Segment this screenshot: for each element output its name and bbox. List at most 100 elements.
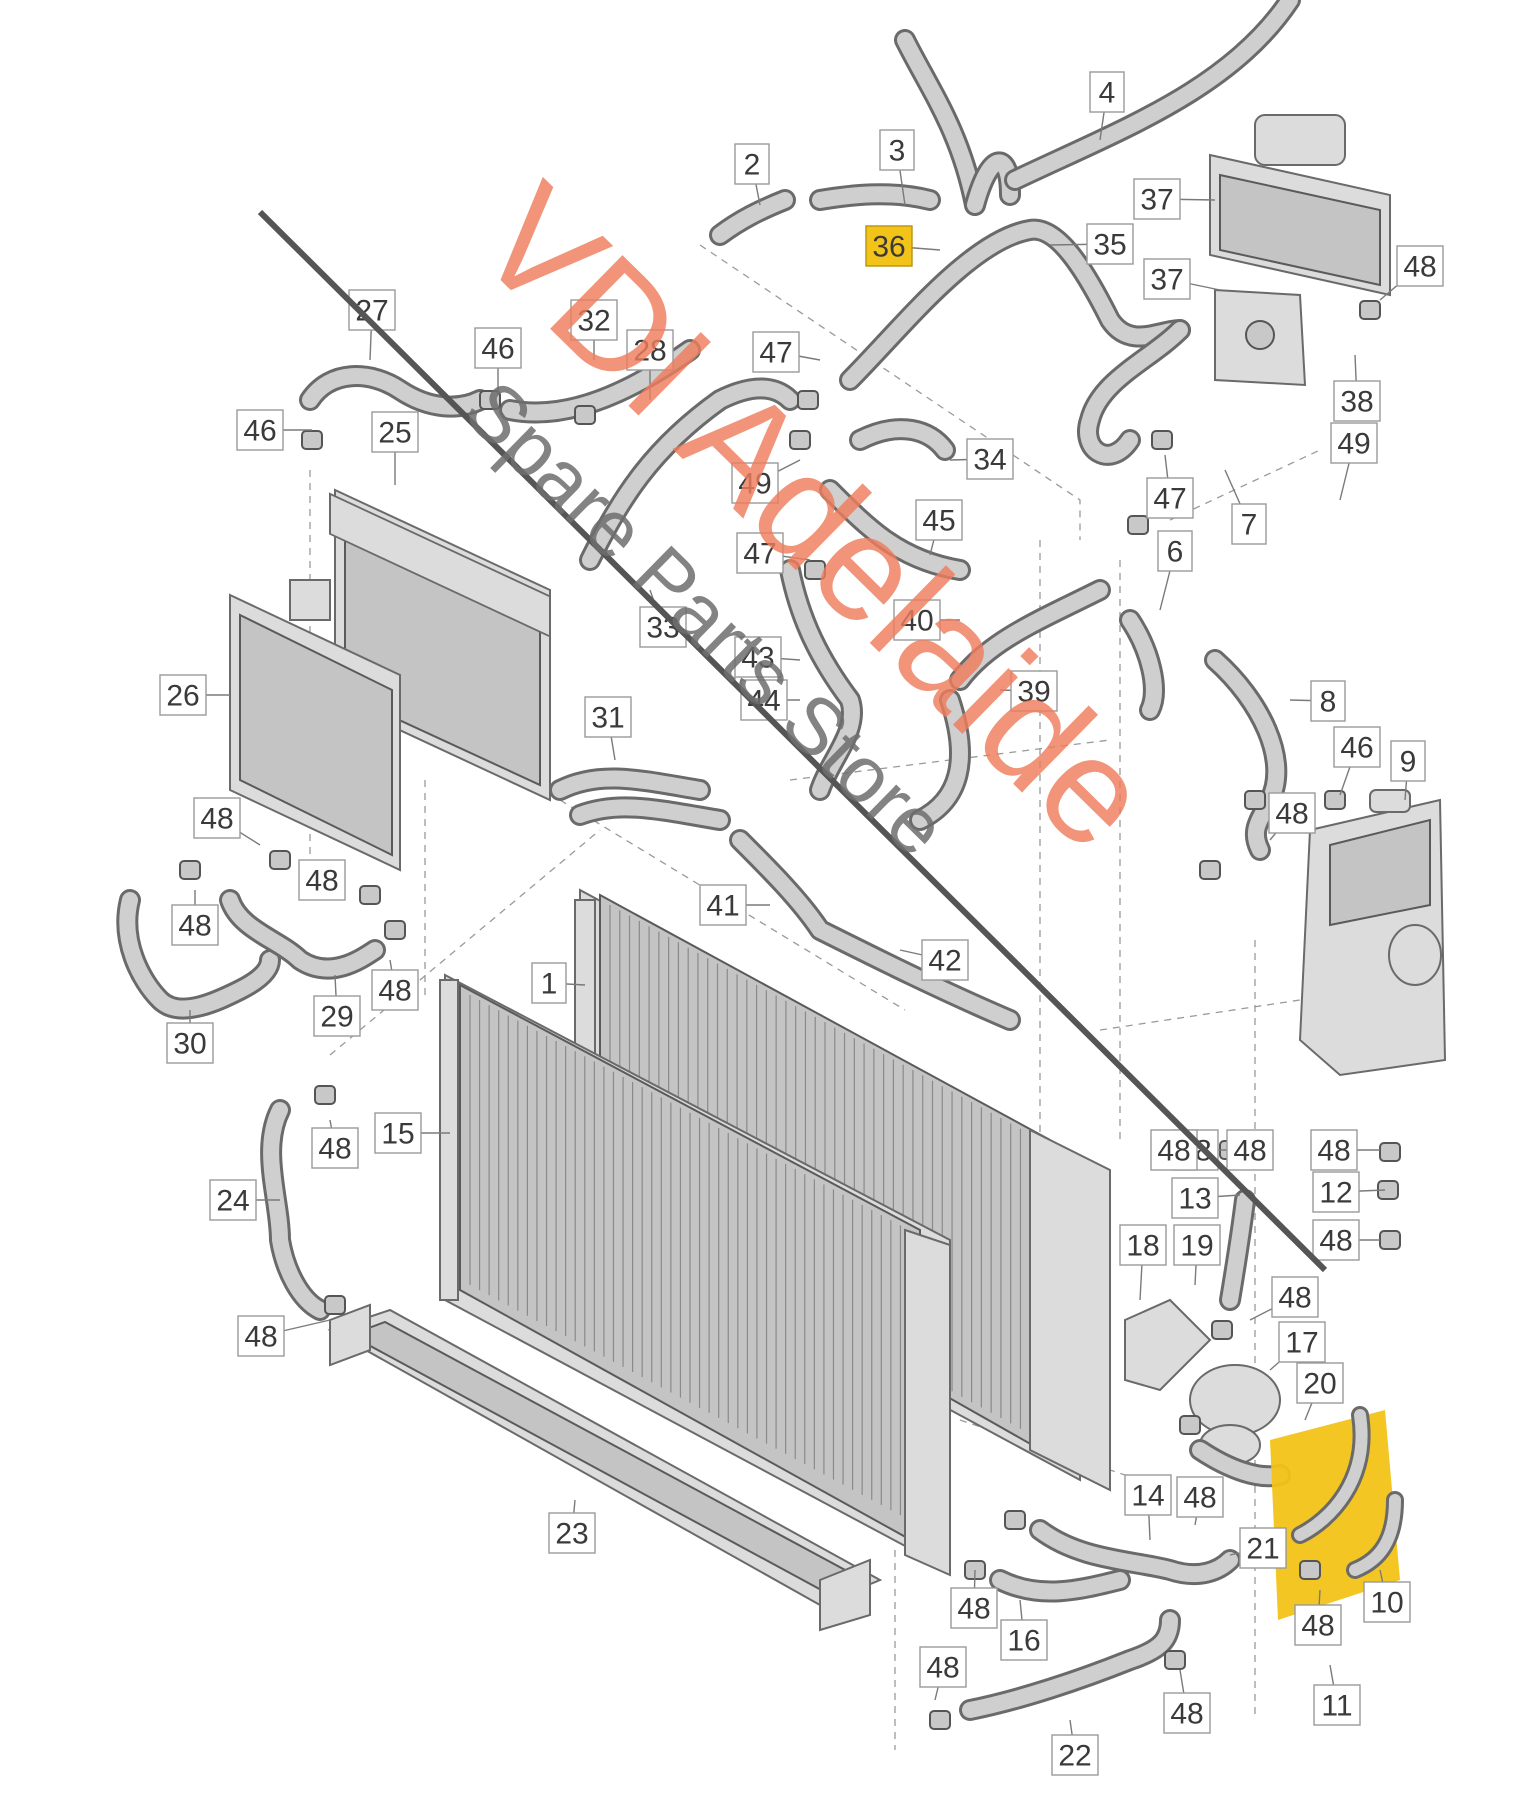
- callout-label: 40: [900, 605, 933, 638]
- callout-24: 24: [209, 1179, 257, 1221]
- callout-49: 49: [731, 462, 779, 504]
- heat-exchanger-37b: [1214, 288, 1307, 387]
- callout-35: 35: [1086, 223, 1134, 265]
- callout-28: 28: [626, 329, 674, 371]
- hose-body: [1007, 0, 1298, 188]
- callout-box: [584, 696, 632, 738]
- callout-13: 13: [1171, 1177, 1219, 1219]
- callout-label: 49: [738, 468, 771, 501]
- callout-label: 48: [926, 1652, 959, 1685]
- callout-label: 48: [1183, 1482, 1216, 1515]
- callout-box: [1010, 670, 1058, 712]
- callout-48: 48: [1226, 1129, 1274, 1171]
- callout-15: 15: [374, 1112, 422, 1154]
- callout-label: 35: [1093, 229, 1126, 262]
- hose-body: [1122, 612, 1162, 718]
- callout-box: [313, 995, 361, 1037]
- callout-box: [1310, 680, 1346, 722]
- callout-41: 41: [699, 884, 747, 926]
- callout-box: [1330, 422, 1378, 464]
- callout-48: 48: [1176, 1476, 1224, 1518]
- callout-box: [1000, 1619, 1048, 1661]
- callout-47: 47: [1146, 477, 1194, 519]
- callout-label: 42: [928, 945, 961, 978]
- callout-box: [1173, 1224, 1221, 1266]
- clamp-marker: [179, 860, 201, 880]
- callout-30: 30: [166, 1022, 214, 1064]
- hose-body: [952, 582, 1108, 688]
- hose-clamps: [179, 300, 1401, 1730]
- callout-48: 48: [1163, 1692, 1211, 1734]
- callout-11: 11: [1313, 1684, 1361, 1726]
- callout-label: 21: [1246, 1533, 1279, 1566]
- clamp-marker: [1211, 1320, 1233, 1340]
- clamp-marker: [1244, 790, 1266, 810]
- callout-32: 32: [570, 299, 618, 341]
- condenser: [439, 973, 951, 1577]
- callout-7: 7: [1231, 503, 1267, 545]
- callout-box: [1089, 71, 1125, 113]
- hose-body: [1207, 652, 1285, 858]
- callout-label: 8: [1320, 686, 1337, 719]
- hose-body: [782, 562, 860, 798]
- callout-box: [865, 225, 913, 267]
- callout-label: 37: [1150, 264, 1183, 297]
- callout-box: [736, 532, 784, 574]
- callout-box: [1176, 1476, 1224, 1518]
- callout-29: 29: [313, 995, 361, 1037]
- hose-body: [1032, 1522, 1238, 1583]
- clamp-marker: [1004, 1510, 1026, 1530]
- callout-label: 2: [744, 149, 761, 182]
- hoses-and-pipes: [116, 0, 1301, 1721]
- clamp-marker: [1359, 300, 1381, 320]
- hose-body: [912, 692, 968, 828]
- clamp-marker: [929, 1710, 951, 1730]
- callout-label: 3: [889, 135, 906, 168]
- clamp-marker: [1379, 1230, 1401, 1250]
- callout-box: [626, 329, 674, 371]
- callout-20: 20: [1296, 1362, 1344, 1404]
- callout-box: [1268, 792, 1316, 834]
- hose-body: [119, 892, 278, 1017]
- hose-body: [897, 32, 983, 213]
- callout-box: [1171, 1177, 1219, 1219]
- callout-49: 49: [1330, 422, 1378, 464]
- clamp-marker: [269, 850, 291, 870]
- callout-48: 48: [919, 1646, 967, 1688]
- callout-box: [193, 797, 241, 839]
- clamp-marker: [359, 885, 381, 905]
- callout-box: [1333, 380, 1381, 422]
- callout-box: [159, 674, 207, 716]
- callout-box: [236, 409, 284, 451]
- callout-label: 13: [1178, 1183, 1211, 1216]
- clamp-marker: [301, 430, 323, 450]
- callout-label: 46: [243, 415, 276, 448]
- callout-48: 48: [950, 1587, 998, 1629]
- callout-label: 32: [577, 305, 610, 338]
- callout-label: 30: [173, 1028, 206, 1061]
- clamp-marker: [574, 405, 596, 425]
- callout-label: 17: [1285, 1327, 1318, 1360]
- hose-body: [1222, 1192, 1253, 1308]
- callout-box: [1333, 726, 1381, 768]
- callout-box: [1239, 1527, 1287, 1569]
- callout-box: [209, 1179, 257, 1221]
- callout-47: 47: [736, 532, 784, 574]
- clamp-marker: [1199, 860, 1221, 880]
- callout-label: 6: [1167, 536, 1184, 569]
- callout-label: 48: [1278, 1282, 1311, 1315]
- callout-8: 8: [1310, 680, 1346, 722]
- callout-label: 41: [706, 890, 739, 923]
- hose-body: [822, 482, 968, 578]
- callout-47: 47: [752, 331, 800, 373]
- clamp-marker: [1179, 1415, 1201, 1435]
- callout-25: 25: [371, 411, 419, 453]
- callout-box: [171, 904, 219, 946]
- clamp-marker: [1324, 790, 1346, 810]
- callout-48: 48: [171, 904, 219, 946]
- callout-48: 48: [1294, 1604, 1342, 1646]
- callout-label: 39: [1017, 676, 1050, 709]
- callout-label: 48: [244, 1321, 277, 1354]
- expansion-tank-9: [1298, 789, 1447, 1077]
- callout-label: 48: [1170, 1698, 1203, 1731]
